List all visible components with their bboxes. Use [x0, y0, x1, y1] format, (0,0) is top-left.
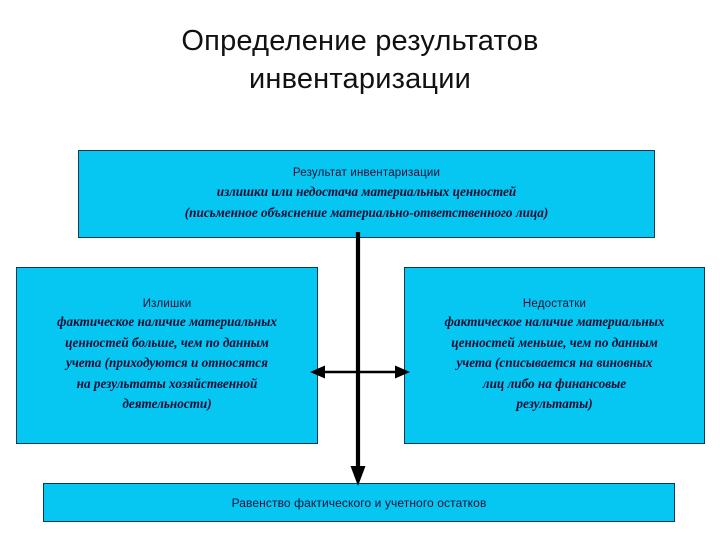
down-arrow-icon — [350, 232, 366, 486]
box-shortage: Недостатки фактическое наличие материаль… — [404, 267, 705, 444]
box-equality: Равенство фактического и учетного остатк… — [43, 483, 675, 522]
box-shortage-body: фактическое наличие материальных ценност… — [444, 314, 665, 412]
box-equality-heading: Равенство фактического и учетного остатк… — [231, 495, 487, 510]
box-surplus: Излишки фактическое наличие материальных… — [16, 267, 318, 444]
box-surplus-body: фактическое наличие материальных ценност… — [57, 314, 277, 412]
box-inventory-result: Результат инвентаризации излишки или нед… — [78, 150, 655, 238]
box-surplus-heading: Излишки — [142, 298, 192, 311]
double-arrow-icon — [310, 365, 410, 379]
page-title: Определение результатов инвентаризации — [181, 25, 539, 95]
box-shortage-heading: Недостатки — [522, 298, 587, 311]
box-inventory-result-body: излишки или недостача материальных ценно… — [184, 184, 549, 220]
box-inventory-result-heading: Результат инвентаризации — [292, 167, 441, 179]
